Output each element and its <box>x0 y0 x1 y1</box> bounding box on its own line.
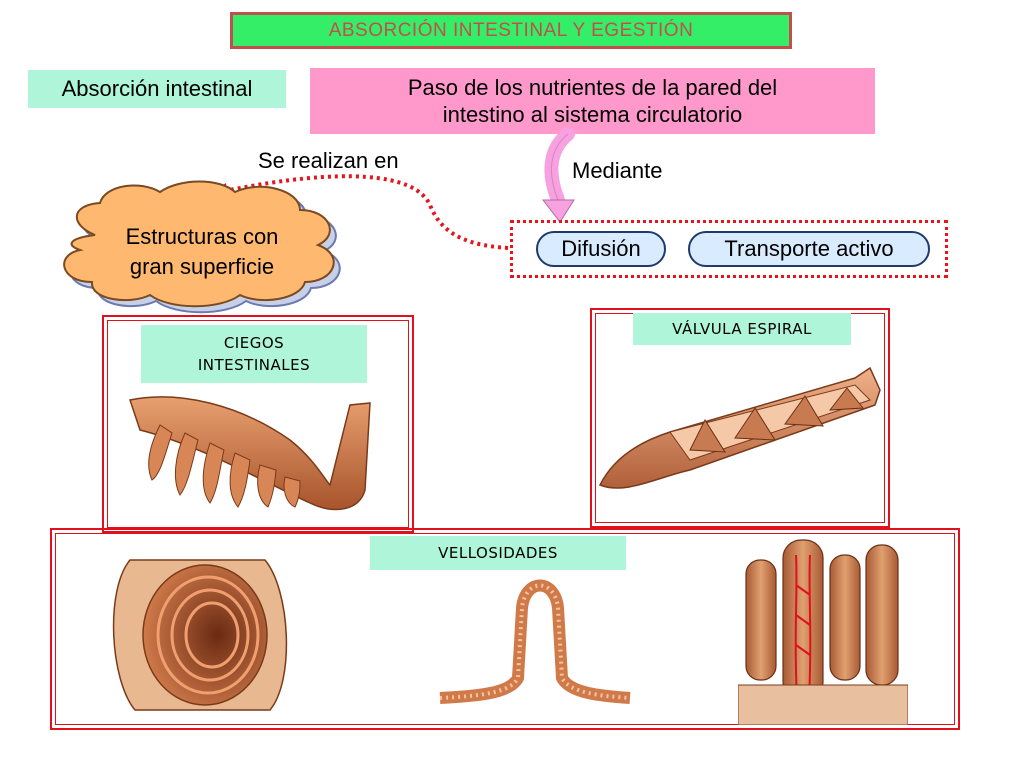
villi-vessels-illustration <box>738 539 908 725</box>
mediante-label: Mediante <box>572 158 663 183</box>
vellosidades-panel <box>50 528 960 730</box>
structures-line-1: Estructuras con <box>125 224 279 249</box>
ciegos-illustration <box>129 396 371 511</box>
concept-term-label: Absorción intestinal <box>28 70 286 108</box>
valvula-label: VÁLVULA ESPIRAL <box>633 313 851 345</box>
definition-line-2: intestino al sistema circulatorio <box>442 102 743 127</box>
villus-illustration <box>439 579 631 704</box>
difusion-pill: Difusión <box>536 231 666 267</box>
transporte-activo-pill: Transporte activo <box>688 231 930 267</box>
se-realizan-arrow <box>229 174 509 250</box>
vellosidades-label: VELLOSIDADES <box>370 536 626 570</box>
ciegos-label-line-2: INTESTINALES <box>197 356 311 374</box>
structures-cloud-text: Estructuras con gran superficie <box>92 222 312 282</box>
valvula-illustration <box>598 366 881 489</box>
mediante-arrow-head <box>541 199 575 223</box>
se-realizan-label: Se realizan en <box>258 148 399 173</box>
definition-box: Paso de los nutrientes de la pared del i… <box>310 68 875 134</box>
ciegos-label-line-1: CIEGOS <box>223 334 285 352</box>
intestine-section-illustration <box>112 559 288 711</box>
mediante-arrow <box>544 127 575 207</box>
cloud <box>63 180 335 308</box>
mechanisms-group <box>510 220 948 278</box>
structures-line-2: gran superficie <box>129 254 275 279</box>
page-title: ABSORCIÓN INTESTINAL Y EGESTIÓN <box>230 12 792 49</box>
ciegos-panel <box>102 315 414 533</box>
ciegos-label: CIEGOS INTESTINALES <box>141 325 367 383</box>
definition-line-1: Paso de los nutrientes de la pared del <box>407 75 778 100</box>
